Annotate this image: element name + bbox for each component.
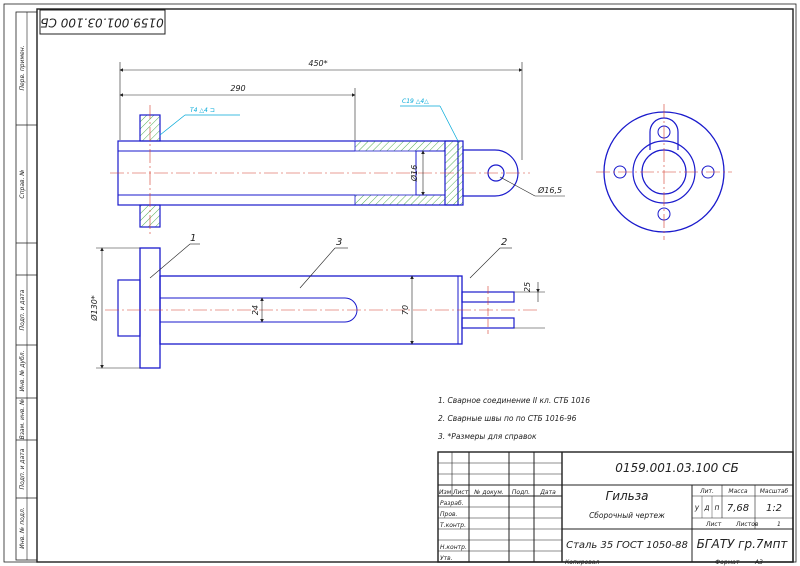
side-label-6: Подп. и дата (19, 448, 26, 489)
note-3: 3. *Размеры для справок (438, 432, 537, 441)
title-block (437, 451, 794, 563)
rotated-stamp-text: 0159.001.03.100 СБ (40, 16, 164, 30)
tb-name: Гильза (606, 489, 649, 503)
section-view: 450* 290 Ø16 Ø16,5 Т4 △4 ⊐ (110, 59, 565, 235)
dim-bore-diameter: Ø16 (409, 165, 419, 182)
footer-format-value: А3 (754, 559, 763, 566)
tb-lit-d: д (703, 503, 709, 512)
footer-format-label: Формат (715, 559, 740, 566)
note-1: 1. Сварное соединение II кл. СТБ 1016 (438, 396, 590, 405)
part-number-2: 2 (501, 237, 507, 248)
sheet-footer: Копировал Формат А3 (565, 559, 763, 566)
side-label-2: Справ. № (19, 169, 26, 198)
part-number-1: 1 (190, 233, 196, 244)
rotated-stamp: 0159.001.03.100 СБ (39, 9, 166, 35)
tb-material: Сталь 35 ГОСТ 1050-88 (566, 540, 688, 551)
dim-fork-width: 25 (523, 282, 532, 292)
assembly-view: Ø130* 24 70 25 1 3 2 (89, 233, 545, 369)
side-strip: Перв. примен. Справ. № Подп. и дата Инв.… (15, 11, 38, 561)
tb-lit-u: у (694, 503, 700, 512)
footer-copied: Копировал (565, 559, 599, 566)
weld-mark-right: С19 △4△ (402, 98, 429, 105)
tb-designation: 0159.001.03.100 СБ (615, 461, 739, 475)
dim-partial-length: 290 (230, 84, 245, 93)
part-number-3: 3 (336, 237, 342, 248)
tb-doc-type: Сборочный чертеж (589, 511, 665, 520)
tb-col-izm: Изм (439, 489, 452, 496)
dim-lug-hole: Ø16,5 (537, 185, 562, 195)
tb-sheets-value: 1 (777, 521, 781, 528)
tb-lit-label: Лит. (699, 488, 714, 495)
tb-organization: БГАТУ гр.7мпт (697, 537, 789, 551)
tb-lit-p: п (715, 503, 720, 512)
tb-role-prov: Пров. (440, 511, 458, 518)
technical-notes: 1. Сварное соединение II кл. СТБ 1016 2.… (438, 396, 590, 441)
tb-col-date: Дата (539, 489, 556, 496)
tb-col-sign: Подп. (512, 489, 530, 496)
side-label-3: Подп. и дата (19, 289, 26, 330)
side-label-7: Инв. № подл. (19, 507, 26, 548)
side-label-1: Перв. примен. (19, 45, 26, 90)
tb-col-list: Лист (452, 489, 469, 496)
tb-role-utv: Утв. (440, 555, 453, 562)
tb-mass-value: 7,68 (727, 503, 749, 514)
tb-sheets-label: Листов (735, 521, 759, 528)
dim-rod-diameter: 24 (251, 305, 260, 315)
end-view (596, 104, 732, 240)
tb-mass-label: Масса (728, 488, 747, 495)
dim-flange-diameter: Ø130* (89, 295, 99, 322)
tb-role-tkontr: Т.контр. (440, 522, 466, 529)
side-label-4: Инв. № дубл. (19, 350, 26, 391)
tb-scale-label: Масштаб (760, 488, 789, 495)
tb-role-nkontr: Н.контр. (440, 544, 467, 551)
dim-body-diameter: 70 (401, 305, 410, 315)
side-label-5: Взам. инв. № (19, 399, 26, 440)
tb-role-razrab: Разраб. (440, 500, 464, 507)
title-block-text: 0159.001.03.100 СБ Гильза Сборочный черт… (439, 461, 789, 562)
dim-overall-length: 450* (308, 59, 327, 68)
note-2: 2. Сварные швы по по СТБ 1016-96 (438, 414, 577, 423)
drawing-frame (3, 3, 797, 563)
tb-sheet-label: Лист (705, 521, 722, 528)
tb-scale-value: 1:2 (766, 503, 782, 514)
tb-col-docnum: № докум. (473, 489, 504, 496)
weld-mark-left: Т4 △4 ⊐ (190, 107, 215, 114)
